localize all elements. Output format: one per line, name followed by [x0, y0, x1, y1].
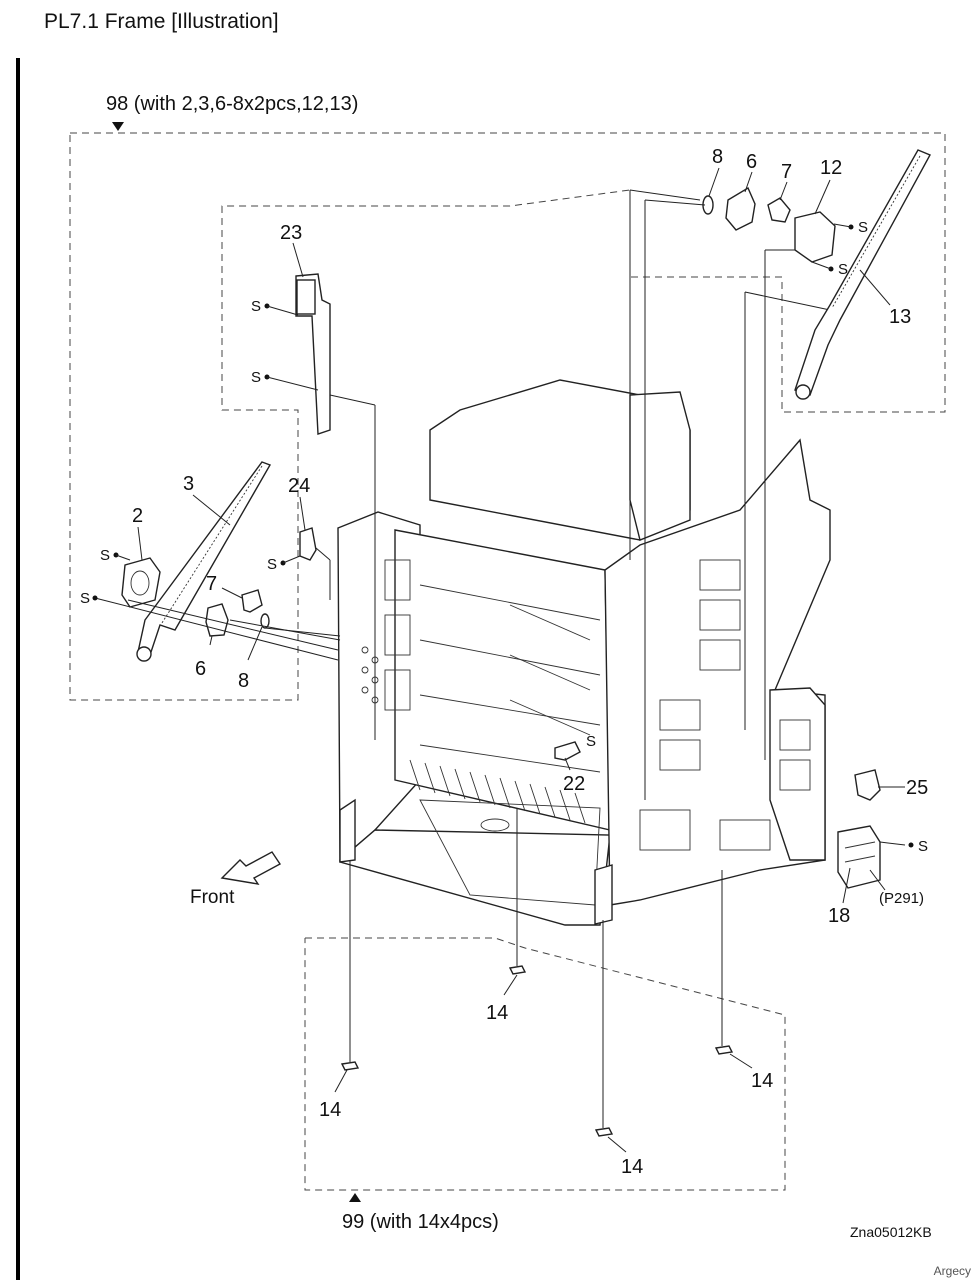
group-98-label: 98 (with 2,3,6-8x2pcs,12,13) — [106, 93, 358, 115]
svg-text:S: S — [80, 590, 90, 607]
part-13-gear-arm — [794, 149, 931, 400]
svg-text:S: S — [858, 219, 868, 236]
screw-markers: S S S S S S S S S — [80, 219, 928, 855]
feet-14 — [340, 808, 734, 1137]
part-22-sensor — [554, 741, 581, 761]
svg-text:14: 14 — [486, 1002, 508, 1024]
part-24-clip — [299, 527, 331, 600]
svg-text:2: 2 — [132, 505, 143, 527]
part-25-cap — [854, 769, 881, 801]
svg-text:22: 22 — [563, 773, 585, 795]
part-23-bracket — [295, 273, 376, 740]
svg-text:6: 6 — [746, 151, 757, 173]
right-hardware — [629, 186, 836, 800]
svg-text:S: S — [918, 838, 928, 855]
watermark: Argecy — [933, 1264, 971, 1278]
svg-text:7: 7 — [206, 573, 217, 595]
svg-text:S: S — [251, 298, 261, 315]
drawing-code: Zna05012KB — [850, 1224, 932, 1240]
svg-text:S: S — [267, 556, 277, 573]
part-3-gear-arm — [136, 461, 272, 662]
svg-text:8: 8 — [712, 146, 723, 168]
group-99-outline — [304, 937, 786, 1191]
page-title: PL7.1 Frame [Illustration] — [44, 10, 279, 33]
svg-text:7: 7 — [781, 161, 792, 183]
svg-text:25: 25 — [906, 777, 928, 799]
svg-text:S: S — [251, 369, 261, 386]
svg-text:12: 12 — [820, 157, 842, 179]
svg-text:8: 8 — [238, 670, 249, 692]
group-99-arrow — [349, 1193, 361, 1202]
callout-leaders — [137, 167, 905, 1153]
callouts: 2 3 6 7 8 8 6 7 12 13 23 24 22 25 18 (P2… — [132, 146, 928, 1178]
svg-text:(P291): (P291) — [879, 890, 924, 907]
left-hardware — [94, 589, 341, 661]
svg-text:S: S — [100, 547, 110, 564]
svg-text:3: 3 — [183, 473, 194, 495]
main-frame — [337, 379, 831, 926]
group-99-label: 99 (with 14x4pcs) — [342, 1211, 499, 1233]
svg-text:14: 14 — [319, 1099, 341, 1121]
svg-text:24: 24 — [288, 475, 310, 497]
svg-text:14: 14 — [621, 1156, 643, 1178]
svg-text:23: 23 — [280, 222, 302, 244]
left-margin-bar — [16, 58, 20, 1280]
svg-text:18: 18 — [828, 905, 850, 927]
group-98-arrow — [112, 122, 124, 131]
svg-text:13: 13 — [889, 306, 911, 328]
front-label: Front — [190, 887, 235, 908]
svg-text:S: S — [838, 261, 848, 278]
svg-text:S: S — [586, 733, 596, 750]
front-direction-arrow — [220, 851, 282, 885]
group-98-outline — [69, 132, 946, 701]
part-18-connector — [837, 825, 906, 889]
part-2-bracket — [121, 557, 161, 608]
svg-text:14: 14 — [751, 1070, 773, 1092]
svg-text:6: 6 — [195, 658, 206, 680]
